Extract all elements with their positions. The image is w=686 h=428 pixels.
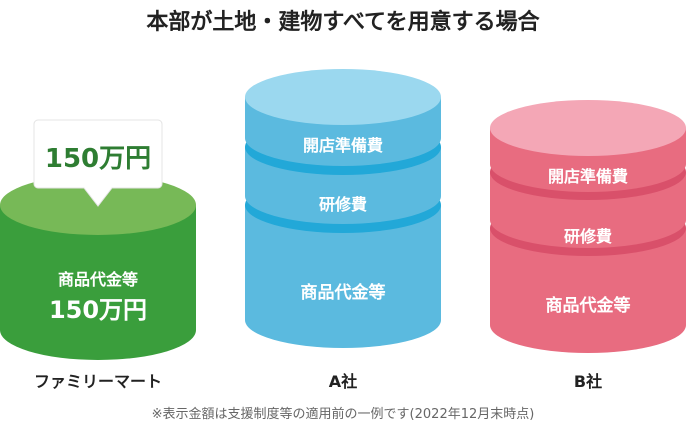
a-item-goods: 商品代金等 [300,283,386,303]
b-company-label: B社 [573,372,603,391]
familymart-amount: 150万円 [48,296,148,324]
b-item-goods: 商品代金等 [545,296,631,316]
a-item-opening: 開店準備費 [302,136,384,155]
b-item-training: 研修費 [563,227,613,246]
familymart-item-label: 商品代金等 [57,270,139,289]
b-item-opening: 開店準備費 [547,167,629,186]
a-company-cylinder [245,69,441,348]
a-item-training: 研修費 [318,195,368,214]
price-bubble [33,119,163,207]
bubble-amount: 150万円 [44,144,152,174]
page-title: 本部が土地・建物すべてを用意する場合 [146,10,540,35]
b-company-cylinder [490,100,686,353]
a-company-label: A社 [328,372,358,391]
familymart-cylinder [0,175,196,360]
footnote: ※表示金額は支援制度等の適用前の一例です(2022年12月末時点) [151,407,535,422]
familymart-label: ファミリーマート [33,372,163,391]
